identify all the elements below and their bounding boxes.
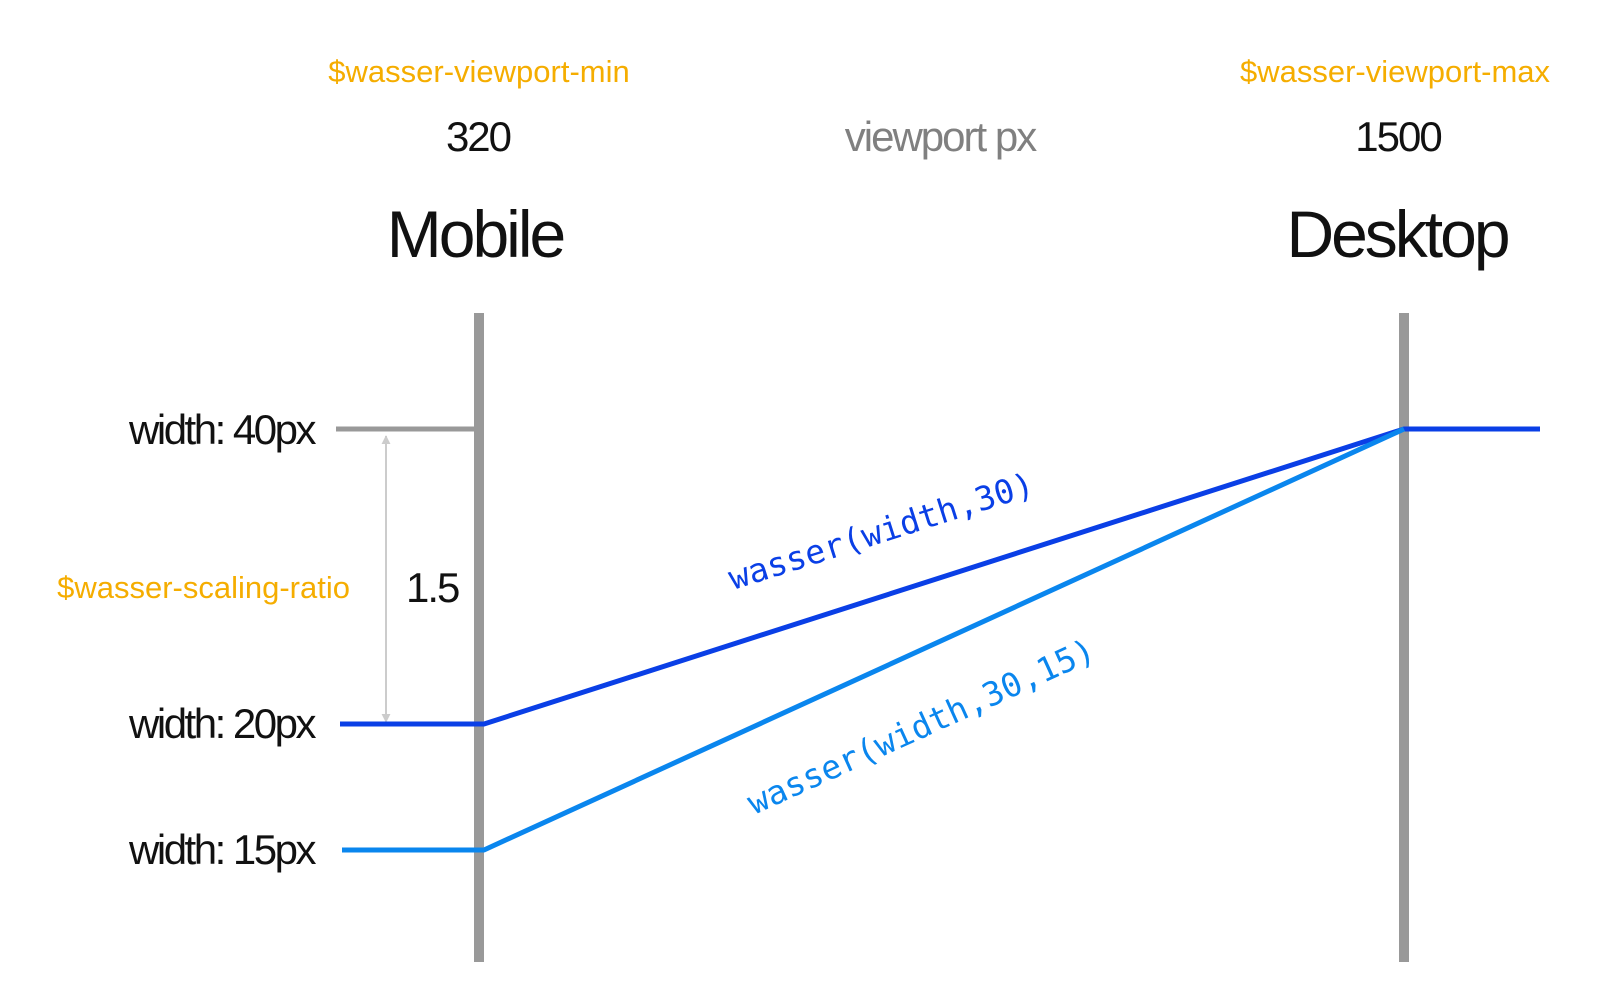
- width-15px-label: width: 15px: [128, 826, 316, 873]
- secondary-function-label: wasser(width,30,15): [741, 630, 1101, 822]
- scaling-ratio-value: 1.5: [406, 564, 459, 611]
- width-20px-label: width: 20px: [128, 700, 316, 747]
- secondary-function-line: [342, 426, 1406, 853]
- primary-function-label: wasser(width,30): [724, 464, 1039, 597]
- viewport-max-variable-label: $wasser-viewport-max: [1240, 54, 1551, 89]
- primary-function-line: [340, 426, 1540, 727]
- viewport-max-value: 1500: [1355, 113, 1441, 160]
- width-40px-label: width: 40px: [128, 406, 316, 453]
- viewport-min-variable-label: $wasser-viewport-min: [328, 54, 629, 89]
- scaling-ratio-variable-label: $wasser-scaling-ratio: [57, 570, 350, 605]
- viewport-unit-label: viewport px: [845, 113, 1037, 160]
- viewport-min-value: 320: [446, 113, 511, 160]
- desktop-heading: Desktop: [1286, 197, 1507, 271]
- mobile-heading: Mobile: [387, 197, 564, 271]
